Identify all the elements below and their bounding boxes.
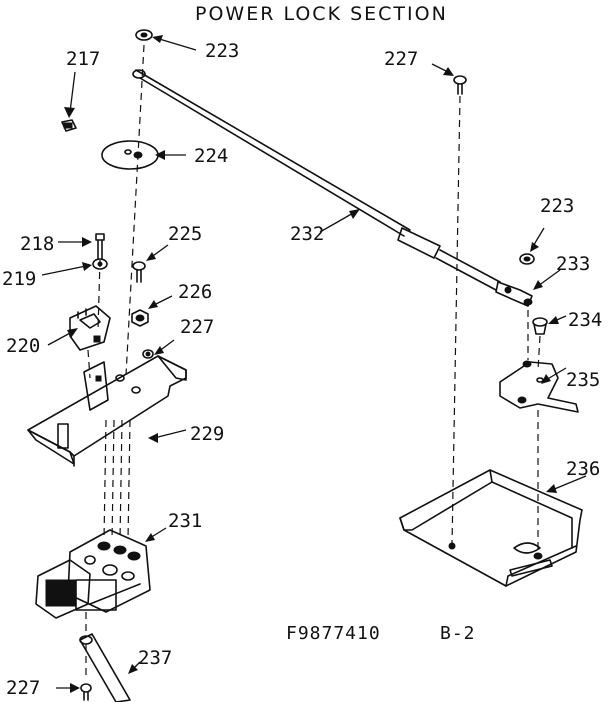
label-218: 218 <box>20 233 54 255</box>
label-236: 236 <box>566 458 600 480</box>
part-227-screw-middle <box>142 349 154 359</box>
part-227-screw-bottom <box>80 683 92 701</box>
drawing-code: F9877410 <box>286 623 381 644</box>
part-218-screw <box>95 233 105 259</box>
label-227-top: 227 <box>384 48 418 70</box>
diagram-title: POWER LOCK SECTION <box>195 3 448 25</box>
part-236-base-tray <box>399 469 583 587</box>
label-225: 225 <box>168 223 202 245</box>
part-224-disc <box>101 140 159 170</box>
part-217-spacer <box>61 119 77 132</box>
label-237: 237 <box>138 647 172 669</box>
label-219: 219 <box>2 268 36 290</box>
part-227-screw-top <box>453 75 467 95</box>
part-220-switch <box>69 305 111 351</box>
part-225-screw <box>132 261 146 283</box>
part-232-lock-rod <box>132 69 501 291</box>
label-226: 226 <box>178 281 212 303</box>
label-223-top: 223 <box>205 40 239 62</box>
label-234: 234 <box>568 309 602 331</box>
label-227-middle: 227 <box>180 316 214 338</box>
label-217: 217 <box>66 48 100 70</box>
label-223-right: 223 <box>540 195 574 217</box>
part-223-washer-top <box>135 29 153 41</box>
part-223-washer-right <box>519 253 535 265</box>
part-234-pin <box>532 317 548 335</box>
part-235-lever <box>499 360 579 413</box>
part-219-washer <box>92 258 108 270</box>
label-232: 232 <box>290 223 324 245</box>
label-227-bottom: 227 <box>6 677 40 699</box>
label-235: 235 <box>566 369 600 391</box>
label-220: 220 <box>6 335 40 357</box>
part-229-bracket <box>27 355 187 467</box>
part-231-actuator-motor <box>35 529 151 619</box>
label-231: 231 <box>168 510 202 532</box>
drawing-sheet: B-2 <box>440 623 476 644</box>
label-233: 233 <box>556 253 590 275</box>
part-233-clip <box>495 281 533 307</box>
part-226-nut <box>131 309 149 327</box>
label-229: 229 <box>190 423 224 445</box>
label-224: 224 <box>194 145 228 167</box>
